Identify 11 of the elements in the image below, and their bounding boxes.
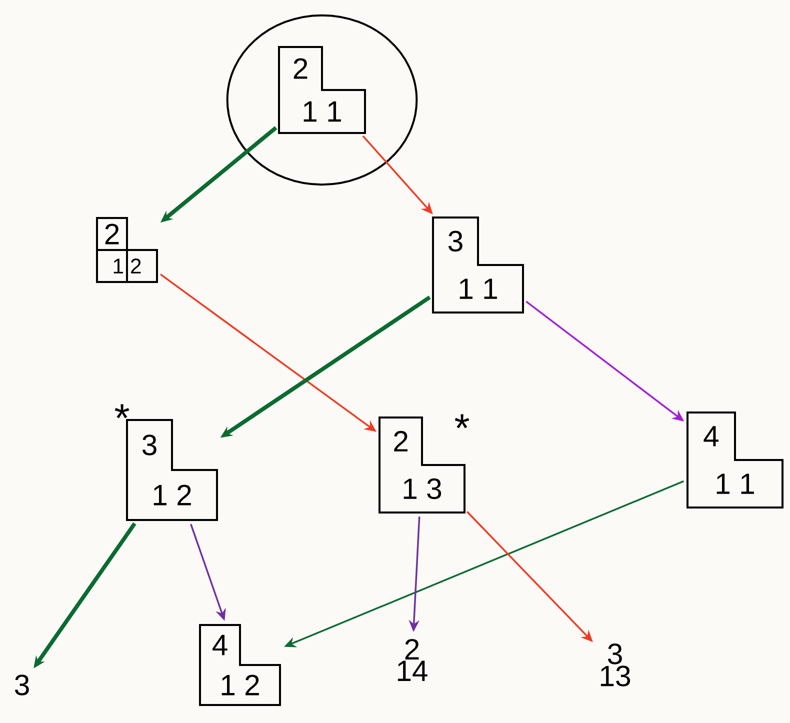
tableau-box: 3 1 1: [432, 216, 524, 314]
tableau-text: 2 14: [398, 638, 428, 681]
tableau-box: 4 1 1: [686, 411, 784, 508]
circle-outline: [226, 14, 418, 186]
tableau-box: 2 1 2: [96, 216, 158, 283]
tableau-box: 4 1 2: [199, 624, 281, 706]
tableau-box: 2 1 1: [278, 46, 366, 134]
tableau-text: 3 13: [600, 644, 630, 686]
asterisk: *: [114, 404, 130, 418]
tableau-text: 3: [14, 674, 29, 696]
tableau-box: 3 1 2: [126, 418, 218, 521]
